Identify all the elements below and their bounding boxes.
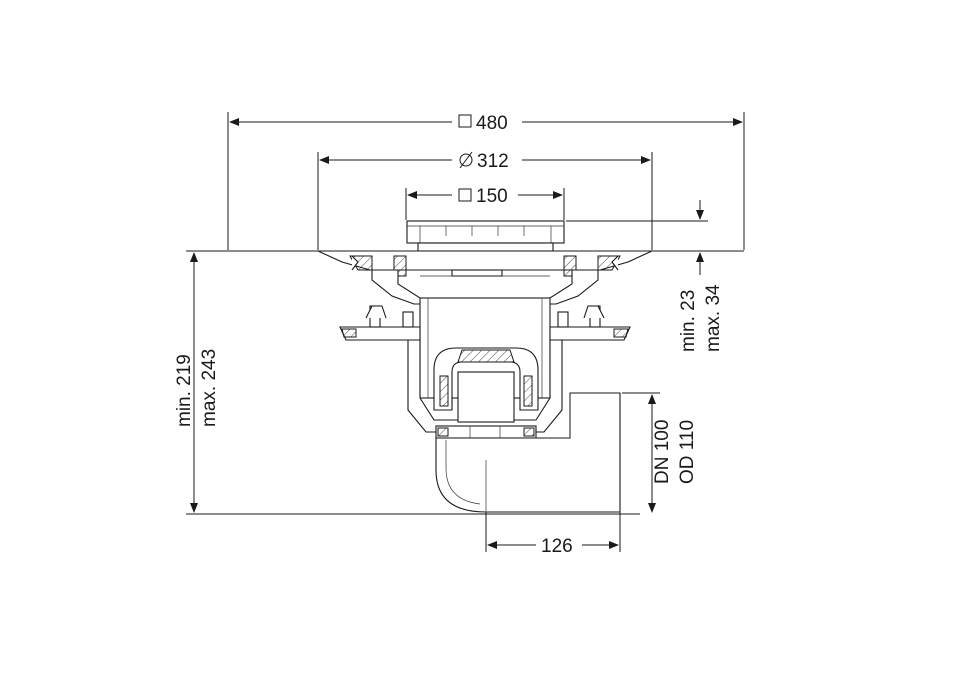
dimension-grate-height: min. 23 max. 34 — [566, 200, 724, 352]
dim-label-total-max: max. 243 — [199, 349, 220, 427]
upper-body — [371, 269, 599, 305]
square-symbol — [458, 188, 472, 202]
dim-label-126: 126 — [541, 536, 573, 557]
dim-label-480: 480 — [476, 113, 508, 134]
outlet-pipe — [435, 392, 621, 513]
dimension-150: 150 — [405, 186, 565, 220]
diameter-symbol — [459, 151, 473, 169]
dim-label-dn: DN 100 — [652, 420, 673, 484]
seal-ring — [435, 425, 537, 439]
odour-trap — [433, 347, 539, 423]
square-symbol — [458, 114, 472, 128]
dimension-480: 480 — [227, 112, 745, 250]
dimension-pipe: DN 100 OD 110 — [622, 392, 698, 513]
dim-label-grate-max: max. 34 — [703, 284, 724, 352]
dim-label-150: 150 — [476, 186, 508, 207]
dim-label-312: 312 — [477, 151, 509, 172]
lower-body — [407, 339, 563, 433]
dim-label-od: OD 110 — [677, 420, 698, 484]
dim-label-grate-min: min. 23 — [678, 290, 699, 352]
dim-label-total-min: min. 219 — [174, 354, 195, 427]
drain-body — [228, 220, 744, 513]
dimension-312: 312 — [317, 151, 653, 250]
grate — [406, 220, 565, 252]
clamping-flange — [339, 305, 631, 341]
